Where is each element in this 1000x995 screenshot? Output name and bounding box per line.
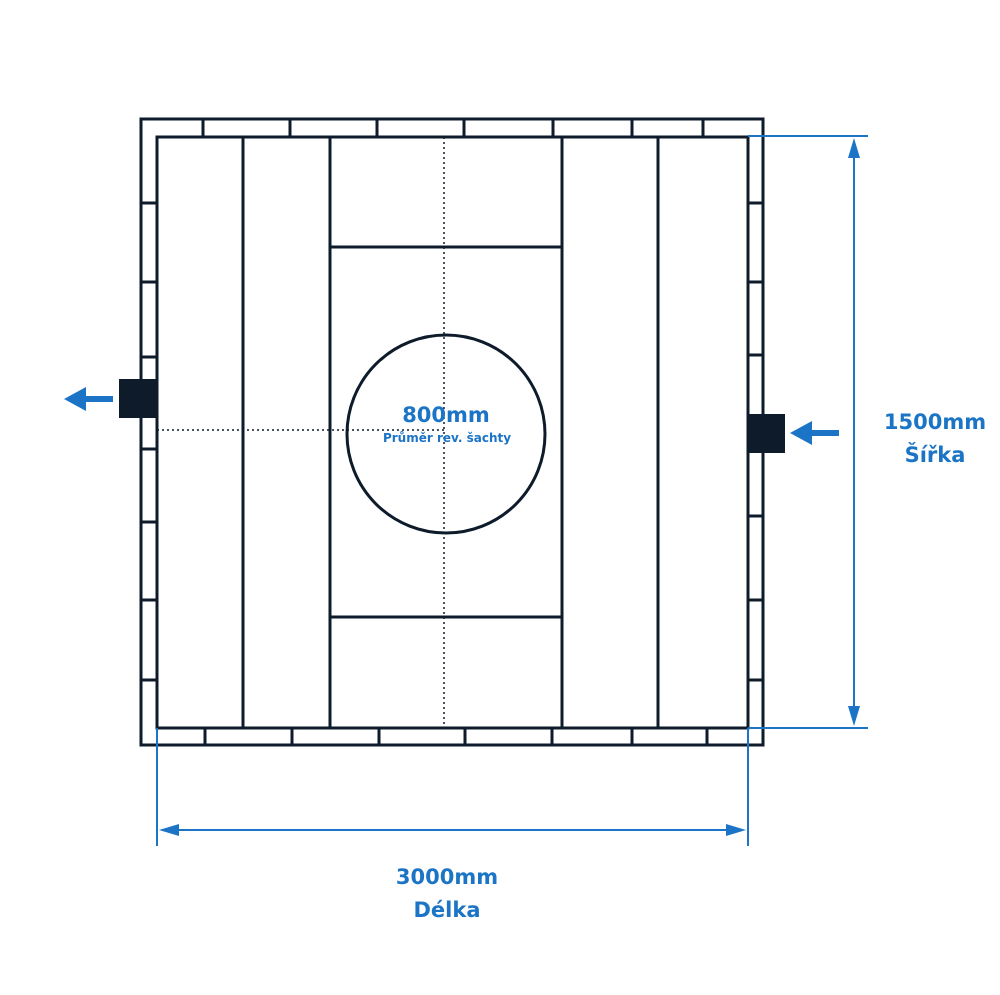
arrow-up-icon	[848, 138, 860, 158]
wall-joints	[141, 119, 763, 745]
width-dimension	[748, 135, 868, 729]
cover-slabs	[241, 137, 660, 728]
arrow-right-icon	[726, 824, 746, 836]
length-dimension	[156, 728, 749, 846]
outlet-arrow-icon	[64, 387, 113, 411]
length-label: Délka	[413, 898, 480, 922]
width-label: Šířka	[905, 442, 966, 467]
center-lines	[157, 137, 445, 728]
width-value: 1500mm	[884, 410, 986, 434]
length-value: 3000mm	[396, 865, 498, 889]
shaft-diameter-caption: Průměr rev. šachty	[383, 431, 511, 445]
arrow-left-icon	[159, 824, 179, 836]
outlet-pipe	[119, 379, 157, 418]
inlet-pipe	[748, 414, 785, 453]
inlet-arrow-icon	[790, 421, 839, 445]
inspection-shaft-circle	[345, 333, 547, 535]
shaft-diameter-value: 800mm	[402, 403, 490, 427]
arrow-down-icon	[848, 706, 860, 726]
